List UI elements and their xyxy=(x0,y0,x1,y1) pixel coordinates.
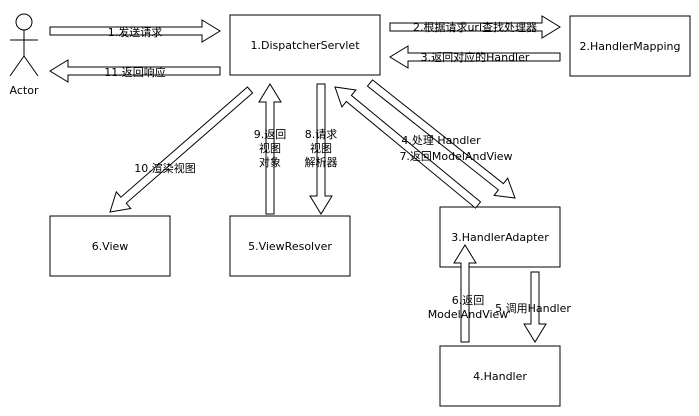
dispatcher-servlet-box xyxy=(229,14,381,76)
handler-mapping-label: 2.HandlerMapping xyxy=(579,40,680,53)
handler-label: 4.Handler xyxy=(473,370,527,383)
return-view-arrow xyxy=(258,83,282,215)
return-mav-label-line1: 6.返回 xyxy=(452,294,485,307)
find-handler-arrow xyxy=(389,15,561,39)
send-request-label: 1.发送请求 xyxy=(108,25,163,39)
return-view-label-line2: 视图 xyxy=(259,141,281,155)
view-box xyxy=(49,215,171,277)
actor-label: Actor xyxy=(10,84,39,97)
invoke-handler-arrow xyxy=(523,271,547,343)
return-response-arrow xyxy=(49,59,221,83)
invoke-handler-label: 5.调用Handler xyxy=(495,302,571,315)
return-mav-arrow xyxy=(453,244,477,343)
view-resolver-label: 5.ViewResolver xyxy=(248,240,332,253)
handler-adapter-label: 3.HandlerAdapter xyxy=(451,231,549,244)
actor-icon xyxy=(9,13,39,77)
render-view-label: 10.渲染视图 xyxy=(134,161,196,175)
dispatcher-servlet-label: 1.DispatcherServlet xyxy=(250,39,360,52)
request-resolver-label-line2: 视图 xyxy=(310,141,332,155)
handle-handler-label: 4.处理 Handler xyxy=(401,134,481,147)
return-model-and-view-label: 7.返回ModelAndView xyxy=(399,150,512,163)
request-resolver-arrow xyxy=(309,83,333,215)
view-label: 6.View xyxy=(92,240,129,253)
send-request-arrow xyxy=(49,19,221,43)
return-mav-label-line2: ModelAndView xyxy=(428,308,509,321)
render-view-arrow xyxy=(109,86,254,213)
return-view-label-line3: 对象 xyxy=(259,155,281,169)
return-model-and-view-arrow xyxy=(334,86,482,209)
return-handler-label: 3.返回对应的Handler xyxy=(421,50,530,64)
request-resolver-label-line1: 8.请求 xyxy=(305,128,338,141)
return-handler-arrow xyxy=(389,45,561,69)
handler-mapping-box xyxy=(569,15,691,77)
view-resolver-box xyxy=(229,215,351,277)
request-resolver-label-line3: 解析器 xyxy=(305,155,338,169)
return-response-label: 11.返回响应 xyxy=(104,65,166,79)
handler-box xyxy=(439,345,561,407)
arrows-layer xyxy=(49,15,561,343)
return-view-label-line1: 9.返回 xyxy=(254,128,287,141)
find-handler-label: 2.根据请求url查找处理器 xyxy=(413,20,537,34)
handle-handler-arrow xyxy=(366,79,516,199)
